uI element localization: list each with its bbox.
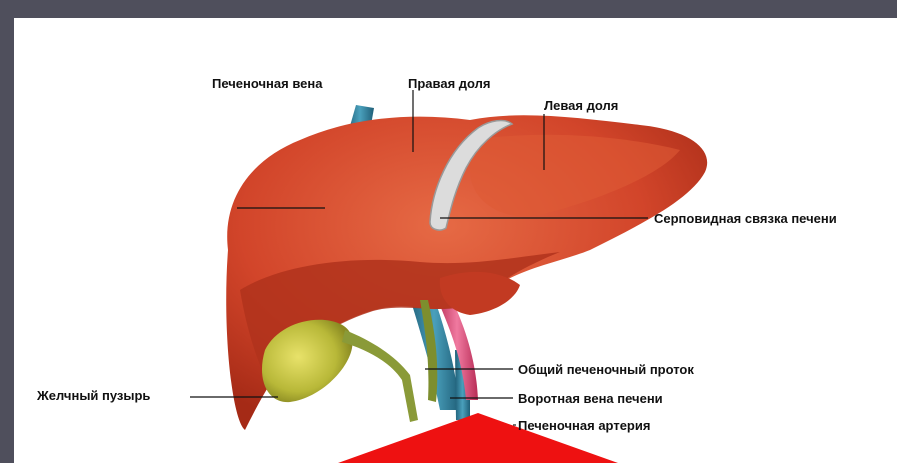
label-right-lobe: Правая доля bbox=[408, 76, 490, 91]
label-common-hepatic-duct: Общий печеночный проток bbox=[518, 362, 694, 377]
label-portal-vein: Воротная вена печени bbox=[518, 391, 663, 406]
cystic-duct bbox=[342, 330, 418, 422]
label-gallbladder: Желчный пузырь bbox=[37, 388, 150, 403]
label-hepatic-vein: Печеночная вена bbox=[212, 76, 322, 91]
label-hepatic-artery: Печеночная артерия bbox=[518, 418, 650, 433]
label-left-lobe: Левая доля bbox=[544, 98, 618, 113]
label-falciform-ligament: Серповидная связка печени bbox=[654, 211, 837, 226]
